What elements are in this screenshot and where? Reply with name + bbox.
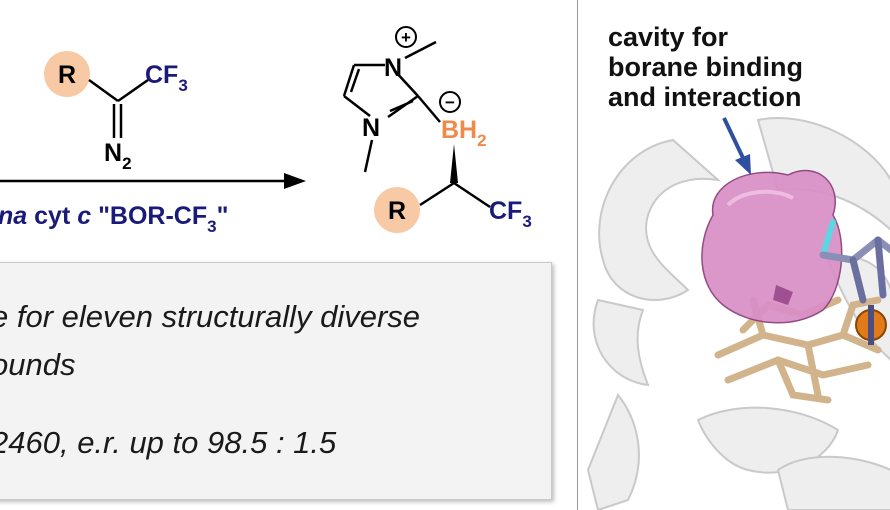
protein-structure-panel: cavity for borane binding and interactio…	[577, 0, 890, 510]
plus-charge: +	[401, 28, 411, 47]
protein-ribbon	[586, 117, 890, 510]
bond	[88, 78, 119, 103]
cavity-label-line-3: and interaction	[608, 82, 802, 112]
n-atom: N	[362, 114, 380, 142]
bond	[342, 64, 356, 97]
reaction-arrow	[0, 173, 306, 189]
bond	[117, 78, 149, 103]
borane-ligand	[819, 219, 890, 304]
cf3-label: CF3	[145, 61, 188, 95]
cavity-label-line-1: cavity for	[608, 22, 729, 52]
bond	[417, 95, 441, 123]
minus-charge-circle	[439, 91, 461, 113]
cavity-pointer-arrowhead	[735, 154, 751, 175]
minus-charge: −	[445, 93, 455, 112]
cf3-label: CF3	[489, 197, 532, 231]
results-line-1: e for eleven structurally diverse	[0, 299, 421, 334]
binding-cavity	[701, 169, 843, 324]
substituent-circle	[44, 51, 90, 97]
cavity-notch	[773, 285, 793, 305]
cavity-highlight	[726, 189, 794, 207]
bond	[389, 99, 414, 113]
bond	[349, 68, 361, 93]
reactant-diazo: R CF3 N2	[44, 51, 188, 173]
methyl	[404, 40, 437, 60]
wedge-bond	[450, 144, 458, 183]
diazo-label: N2	[104, 139, 132, 173]
catalyst-label: na cyt c "BOR-CF3"	[0, 202, 228, 236]
n-plus-atom: N	[384, 54, 402, 82]
plus-charge-circle	[395, 26, 417, 48]
bond	[453, 181, 491, 209]
substituent-label: R	[388, 197, 406, 225]
results-box: e for eleven structurally diverse ounds …	[0, 262, 552, 500]
substituent-label: R	[58, 61, 76, 89]
product-nhc-borane: N N + BH2 − R CF3	[342, 26, 532, 233]
protein-rendering	[586, 117, 890, 510]
bond	[343, 95, 371, 117]
boron-label: BH2	[441, 116, 487, 150]
cavity-pointer-arrow	[722, 117, 746, 161]
bond	[393, 69, 419, 97]
results-line-2: ounds	[0, 347, 76, 382]
cavity-label: cavity for borane binding and interactio…	[608, 22, 803, 112]
results-line-3: 2460, e.r. up to 98.5 : 1.5	[0, 425, 337, 460]
substituent-circle	[374, 187, 420, 233]
methyl	[363, 139, 374, 173]
bond	[419, 181, 455, 207]
cavity-label-line-2: borane binding	[608, 52, 803, 82]
